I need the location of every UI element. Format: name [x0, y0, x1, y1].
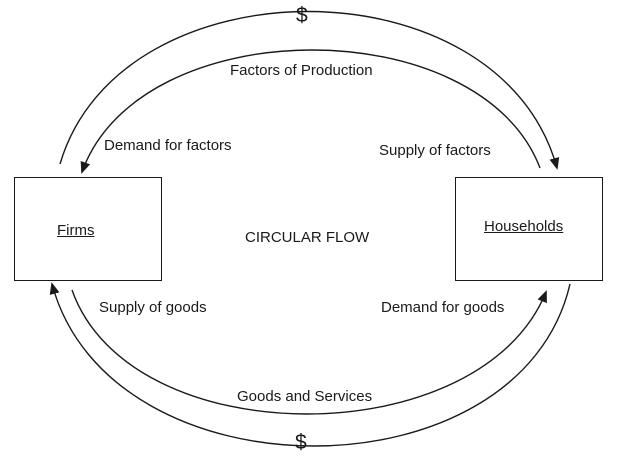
top-inner-arc — [80, 49, 541, 174]
bottom-outer-arc — [49, 282, 571, 447]
firms-box: Firms — [14, 177, 162, 281]
center-title: CIRCULAR FLOW — [245, 229, 370, 246]
demand-for-factors-label: Demand for factors — [104, 137, 232, 154]
households-label: Households — [484, 218, 564, 235]
top-outer-arc — [59, 10, 560, 170]
goods-and-services-label: Goods and Services — [237, 388, 373, 405]
households-box: Households — [455, 177, 603, 281]
supply-of-goods-label: Supply of goods — [99, 299, 207, 316]
firms-label: Firms — [57, 222, 95, 239]
top-dollar-symbol: $ — [296, 4, 308, 27]
supply-of-factors-label: Supply of factors — [379, 142, 491, 159]
bottom-inner-arc — [71, 289, 547, 415]
factors-of-production-label: Factors of Production — [230, 62, 373, 79]
bottom-dollar-symbol: $ — [295, 431, 307, 454]
demand-for-goods-label: Demand for goods — [381, 299, 505, 316]
